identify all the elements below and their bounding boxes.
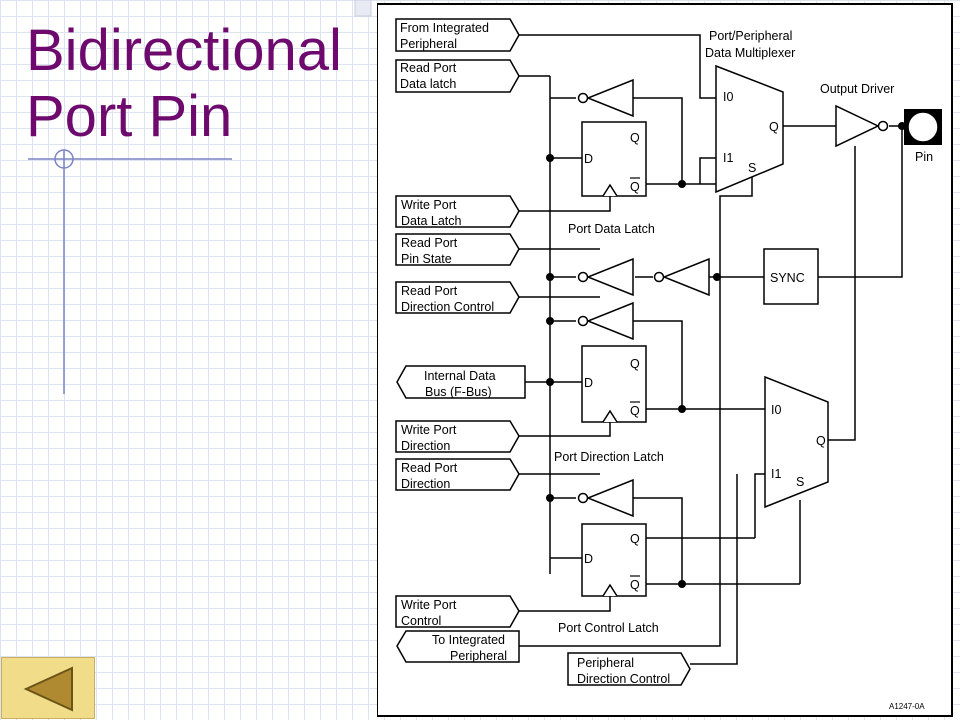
label-write-port-control-2: Control [401,614,441,628]
mux1-q: Q [769,120,779,134]
slide-title: Bidirectional Port Pin [26,18,342,150]
label-to-integrated-2: Peripheral [450,649,507,663]
label-peripheral-direction-control-1: Peripheral [577,656,634,670]
mux2-s: S [796,475,804,489]
tag-read-port-data-latch [395,59,520,93]
control-latch-d: D [584,552,593,566]
label-read-port-data-latch-1: Read Port [400,61,457,75]
label-write-port-control-1: Write Port [401,598,457,612]
buffer-read-direction [585,478,634,518]
label-write-port-direction-2: Direction [401,439,450,453]
label-read-port-direction-1: Read Port [401,461,458,475]
port-pin-schematic: From Integrated Peripheral Read Port Dat… [377,3,953,717]
label-to-integrated-1: To Integrated [432,633,505,647]
label-read-port-direction-control-1: Read Port [401,284,458,298]
left-triangle-icon [23,666,73,712]
tag-read-port-direction [395,458,520,491]
direction-latch-q: Q [630,357,640,371]
label-read-port-pin-state-1: Read Port [401,236,458,250]
label-read-port-direction-2: Direction [401,477,450,491]
corner-square [354,0,372,17]
sync-block [763,248,819,305]
title-decoration [28,0,372,394]
label-peripheral-direction-control-2: Direction Control [577,672,670,686]
label-from-integrated-2: Peripheral [400,37,457,51]
port-direction-latch-label: Port Direction Latch [554,450,664,464]
sync-label: SYNC [770,271,805,285]
data-latch-q: Q [630,131,640,145]
label-read-port-pin-state-2: Pin State [401,252,452,266]
label-write-port-data-latch-1: Write Port [401,198,457,212]
tag-write-port-control [395,595,520,628]
input-inverter [661,257,710,297]
pin-pad [907,111,939,143]
port-data-latch-box [581,121,647,197]
multiplexers [715,64,829,509]
tag-read-port-pin-state [395,233,520,266]
latches [581,121,647,597]
tag-peripheral-direction-control [567,652,691,686]
data-multiplexer [715,64,784,194]
mux1-s: S [748,161,756,175]
back-button[interactable] [1,657,95,719]
mux-pin-labels: I0 I1 Q S I0 I1 Q S [723,90,826,489]
direction-latch-qbar: Q [630,404,640,418]
mux1-i1: I1 [723,151,733,165]
label-write-port-direction-1: Write Port [401,423,457,437]
output-driver-buffer [835,104,880,148]
signal-tags [395,18,691,686]
pin-label: Pin [915,150,933,164]
label-read-port-direction-control-2: Direction Control [401,300,494,314]
data-latch-d: D [584,152,593,166]
port-control-latch-box [581,523,647,597]
tristate-buffers [577,78,889,518]
tag-write-port-direction [395,420,520,453]
label-from-integrated-1: From Integrated [400,21,489,35]
tag-from-integrated [395,18,520,52]
junction-dots [546,122,906,588]
figure-id: A1247-0A [889,702,925,711]
mux1-i0: I0 [723,90,733,104]
tag-to-integrated [396,630,520,663]
output-driver-label: Output Driver [820,82,894,96]
mux-title-2: Data Multiplexer [705,46,795,60]
mux2-i1: I1 [771,467,781,481]
tag-internal-data-bus [396,365,526,399]
direction-latch-d: D [584,376,593,390]
port-control-latch-label: Port Control Latch [558,621,659,635]
label-internal-data-bus-1: Internal Data [424,369,496,383]
label-read-port-data-latch-2: Data latch [400,77,456,91]
diagram-panel: From Integrated Peripheral Read Port Dat… [377,2,957,717]
mux2-q: Q [816,434,826,448]
latch-pin-labels: D Q Q D Q Q D Q Q [584,131,640,592]
label-internal-data-bus-2: Bus (F-Bus) [425,385,492,399]
crosshair-circle [54,149,74,169]
data-latch-qbar: Q [630,180,640,194]
buffer-read-direction-control [585,301,634,341]
label-write-port-data-latch-2: Data Latch [401,214,462,228]
direction-multiplexer [764,375,829,509]
buffer-read-data-latch [585,78,634,118]
mux2-i0: I0 [771,403,781,417]
tag-write-port-data-latch [395,195,520,228]
mux-title-1: Port/Peripheral [709,29,792,43]
tag-read-port-direction-control [395,281,520,314]
signal-tag-labels: From Integrated Peripheral Read Port Dat… [400,21,670,686]
buffer-read-pin-state [585,257,634,297]
control-latch-q: Q [630,532,640,546]
port-data-latch-label: Port Data Latch [568,222,655,236]
slide-title-line1: Bidirectional [26,18,342,83]
control-latch-qbar: Q [630,578,640,592]
wires [519,34,903,665]
slide-title-line2: Port Pin [26,84,233,149]
